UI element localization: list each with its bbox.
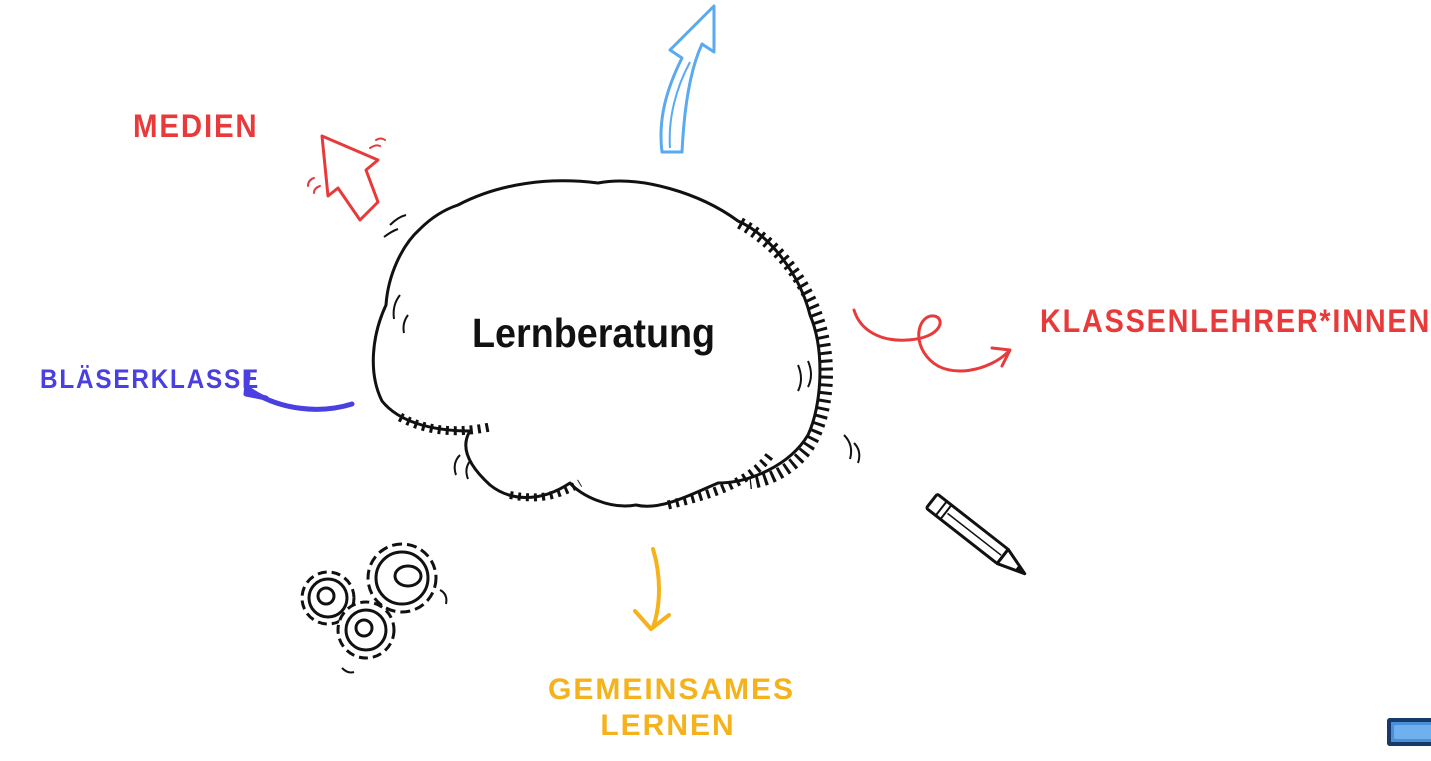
gemeinsames-line-1: Gemeinsames xyxy=(548,672,788,708)
branch-label-klassenlehrer[interactable]: Klassenlehrer*innen xyxy=(1040,305,1431,337)
center-title: Lernberatung xyxy=(472,310,715,357)
up-arrow-icon xyxy=(640,0,730,165)
gemeinsames-line-2: Lernen xyxy=(548,708,788,744)
klassenlehrer-arrow-icon xyxy=(850,300,1020,390)
gears-icon xyxy=(290,530,470,680)
next-slide-button[interactable] xyxy=(1387,718,1431,746)
branch-label-blaeserklasse[interactable]: Bläserklasse xyxy=(40,366,260,393)
branch-label-medien[interactable]: Medien xyxy=(133,110,259,142)
gemeinsames-arrow-icon xyxy=(625,545,685,635)
pencil-icon xyxy=(920,490,1040,590)
branch-label-gemeinsames-lernen[interactable]: Gemeinsames Lernen xyxy=(548,672,788,744)
